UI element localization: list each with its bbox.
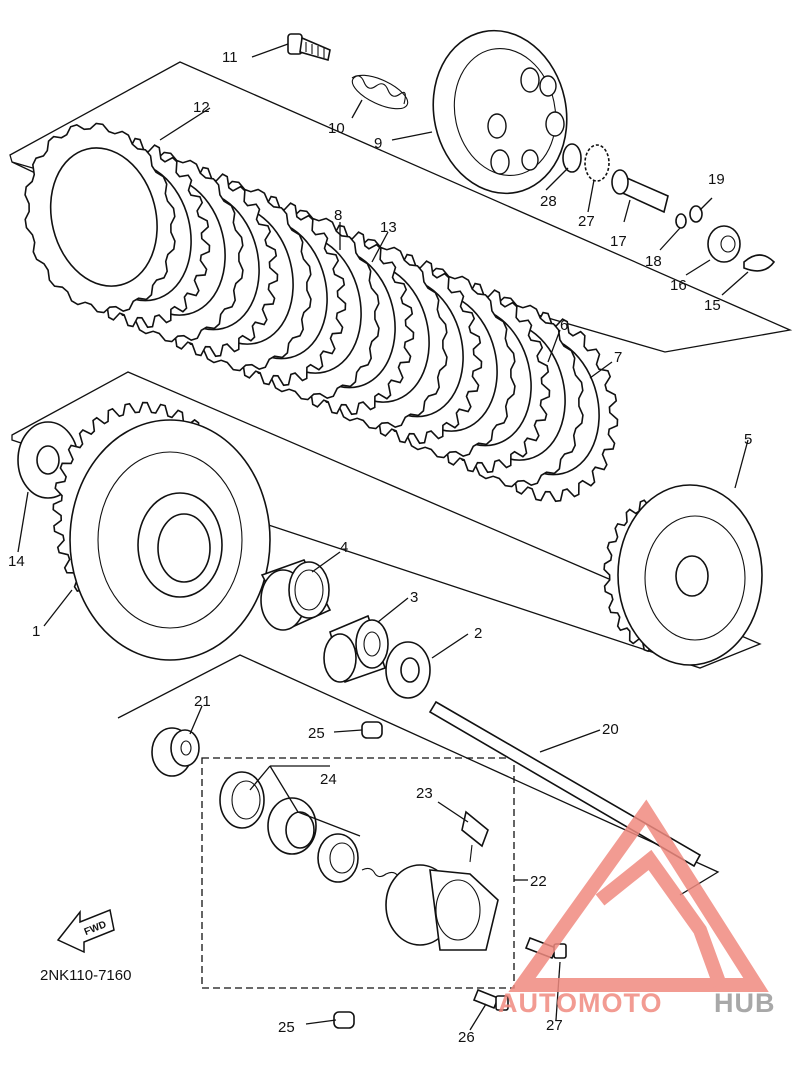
callout-22: 22 [530, 873, 547, 890]
callout-28: 27 [578, 213, 595, 230]
primary-driven-gear [52, 401, 271, 661]
thrust-washer-2 [385, 641, 431, 699]
callout-21: 21 [194, 693, 211, 710]
pressure-plate [432, 29, 568, 195]
needle-bearing-4 [260, 559, 332, 631]
callout-1: 1 [32, 623, 40, 640]
lock-washer-15 [743, 254, 776, 272]
watermark-brand-a: AUTOMOTO [498, 988, 663, 1018]
callout-8: 8 [334, 207, 342, 224]
bleed-screw-23 [461, 810, 489, 863]
watermark-triangle [508, 799, 769, 992]
piston-kit-24 [219, 771, 359, 883]
callout-2: 2 [474, 625, 482, 642]
fwd-arrow: FWD [56, 908, 115, 954]
callout-24: 24 [320, 771, 337, 788]
callout-12: 12 [193, 99, 210, 116]
callout-19: 19 [708, 171, 725, 188]
watermark-m-shape [595, 849, 727, 988]
callout-6: 6 [560, 317, 568, 334]
assembly-22-dashed-box [201, 757, 515, 989]
middle-group-outline [11, 371, 762, 669]
callout-25-bottom: 25 [278, 1019, 295, 1036]
watermark-brand-b: HUB [714, 988, 776, 1018]
callout-26: 26 [458, 1029, 475, 1046]
spacer-3 [323, 614, 389, 684]
callout-10: 10 [328, 120, 345, 137]
clutch-plate-stack [24, 122, 619, 503]
callout-23: 23 [416, 785, 433, 802]
callout-17: 17 [610, 233, 627, 250]
callout-11: 11 [222, 49, 238, 66]
callout-29: 28 [540, 193, 557, 210]
dowel-pins-25 [333, 721, 383, 1029]
ball-19 [689, 205, 703, 223]
washer-18 [675, 213, 687, 229]
bolt-11 [287, 33, 331, 62]
small-parts-top [562, 143, 776, 272]
nut-16 [707, 225, 741, 263]
callout-3: 3 [410, 589, 418, 606]
watermark-logo: AUTOMOTO HUB [498, 799, 776, 1018]
leader-lines [17, 43, 749, 1031]
upper-group-outline [9, 61, 793, 353]
callout-5: 5 [744, 431, 752, 448]
callout-27: 27 [546, 1017, 563, 1034]
diagram-code: 2NK110-7160 [40, 967, 131, 984]
washer-29 [562, 143, 582, 173]
spring-10 [351, 74, 409, 110]
clutch-boss [603, 484, 763, 666]
callout-4: 4 [340, 539, 348, 556]
callout-13: 13 [380, 219, 397, 236]
thrust-washer-14 [17, 421, 79, 499]
oil-seal-21 [151, 727, 200, 777]
callout-7: 7 [614, 349, 622, 366]
callout-18: 18 [645, 253, 662, 270]
plate-inner-ring [49, 147, 158, 287]
callout-16: 16 [670, 277, 687, 294]
callout-14: 14 [8, 553, 25, 570]
callout-15: 15 [704, 297, 721, 314]
callout-labels: 11 10 9 12 8 13 6 7 5 28 27 17 18 19 16 … [8, 49, 752, 1046]
callout-20: 20 [602, 721, 619, 738]
slave-cylinder-22 [385, 864, 499, 951]
callout-9: 9 [374, 135, 382, 152]
callout-25-top: 25 [308, 725, 325, 742]
bearing-28 [584, 144, 610, 182]
